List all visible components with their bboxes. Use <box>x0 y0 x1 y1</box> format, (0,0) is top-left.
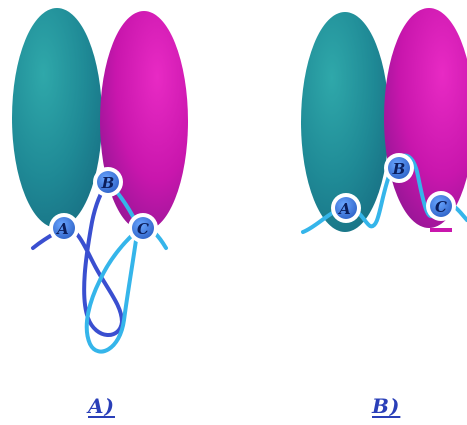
svg-text:A: A <box>337 200 351 218</box>
lobe-edge <box>430 228 452 232</box>
svg-text:B: B <box>101 174 115 192</box>
node-b: B <box>93 167 123 197</box>
left-lobe <box>12 8 102 228</box>
panel-label-b: B) <box>372 394 400 418</box>
right-lobe <box>100 11 188 231</box>
node-a: A <box>331 193 361 223</box>
svg-text:C: C <box>137 220 149 238</box>
svg-text:B: B <box>392 160 406 178</box>
panel-b: A B C <box>301 8 467 232</box>
node-c: C <box>128 213 158 243</box>
svg-text:C: C <box>435 198 447 216</box>
right-lobe <box>384 8 467 228</box>
panel-a: A B C <box>12 8 188 352</box>
node-b: B <box>384 153 414 183</box>
node-a: A <box>49 213 79 243</box>
svg-text:A: A <box>55 220 69 238</box>
node-c: C <box>426 191 456 221</box>
panel-label-a: A) <box>88 394 115 418</box>
